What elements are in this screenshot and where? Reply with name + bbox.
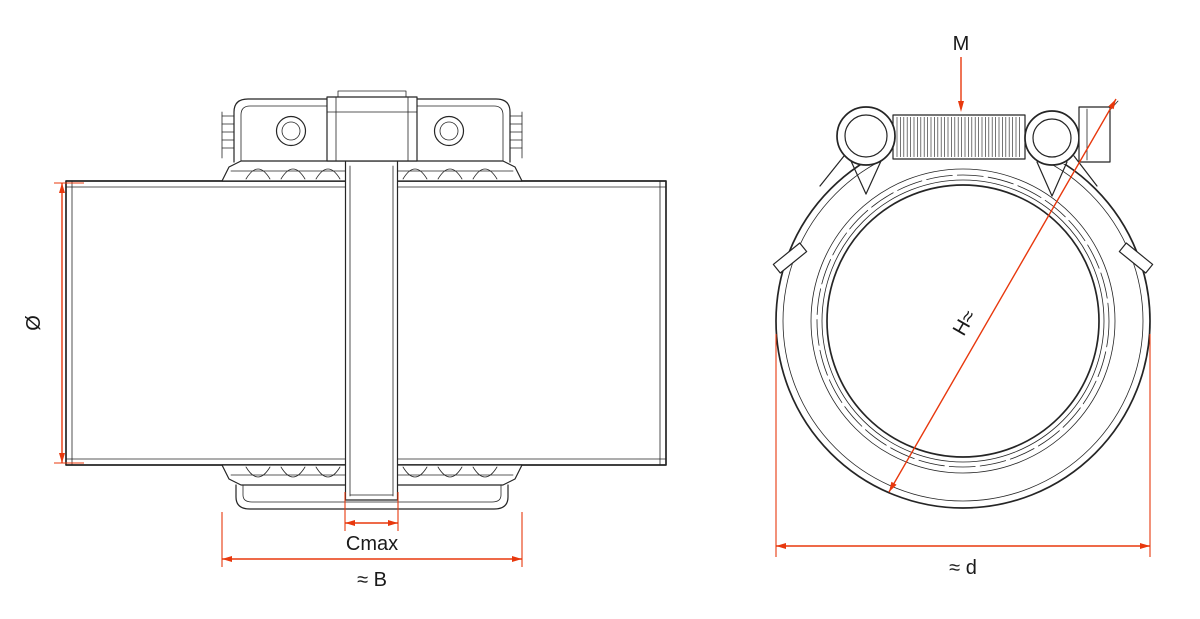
bolt-left: [275, 115, 307, 147]
pipe-gap-band: [344, 161, 399, 501]
side-view: Ø Cmax ≈ B: [23, 90, 667, 591]
arrowhead: [958, 101, 964, 112]
cmax-label: Cmax: [346, 533, 398, 555]
dim-diameter: Ø: [23, 182, 84, 464]
bottom-bracket-outer: [235, 484, 509, 510]
dim-d: ≈ d: [775, 334, 1151, 579]
coupling-top-housing: [221, 98, 523, 182]
screw-assembly: [819, 90, 1119, 197]
arrowhead: [1108, 99, 1116, 110]
arrowhead: [776, 543, 786, 549]
coupling-center-cap: [326, 90, 418, 162]
band-tab-left: [772, 242, 808, 274]
bore-circle: [826, 184, 1100, 458]
arrowhead: [59, 183, 65, 193]
top-scallops: [245, 168, 498, 180]
h-label: H≈: [949, 306, 981, 339]
sleeve-liner-circle: [816, 174, 1110, 468]
arrowhead: [388, 520, 398, 526]
dim-m: M: [953, 33, 970, 112]
loop-right: [1024, 110, 1080, 166]
dim-cmax: Cmax: [344, 492, 399, 555]
end-view: M H≈ ≈ d: [772, 33, 1154, 579]
band-tab-right: [1118, 242, 1154, 274]
sleeve-outer-circle: [810, 168, 1116, 474]
top-right-spring-stack: [509, 111, 523, 159]
bottom-bracket-inner: [242, 484, 502, 503]
arrowhead: [345, 520, 355, 526]
loop-left: [836, 106, 896, 166]
dim-b: ≈ B: [221, 512, 523, 591]
bottom-scallops: [245, 466, 498, 478]
diameter-label: Ø: [23, 315, 45, 331]
bolt-right: [433, 115, 465, 147]
screw-ribs: [896, 117, 1020, 157]
arrowhead: [512, 556, 522, 562]
arrowhead: [222, 556, 232, 562]
b-label: ≈ B: [357, 569, 387, 591]
d-label: ≈ d: [949, 557, 977, 579]
screw-body: [892, 114, 1026, 160]
arrowhead: [1140, 543, 1150, 549]
sleeve-inner-circle: [821, 179, 1105, 463]
top-left-spring-stack: [221, 111, 235, 159]
band-straps: [819, 155, 1098, 197]
arrowhead: [889, 481, 897, 492]
m-label: M: [953, 33, 970, 55]
clamp-circles: [775, 133, 1151, 509]
arrowhead: [59, 453, 65, 463]
